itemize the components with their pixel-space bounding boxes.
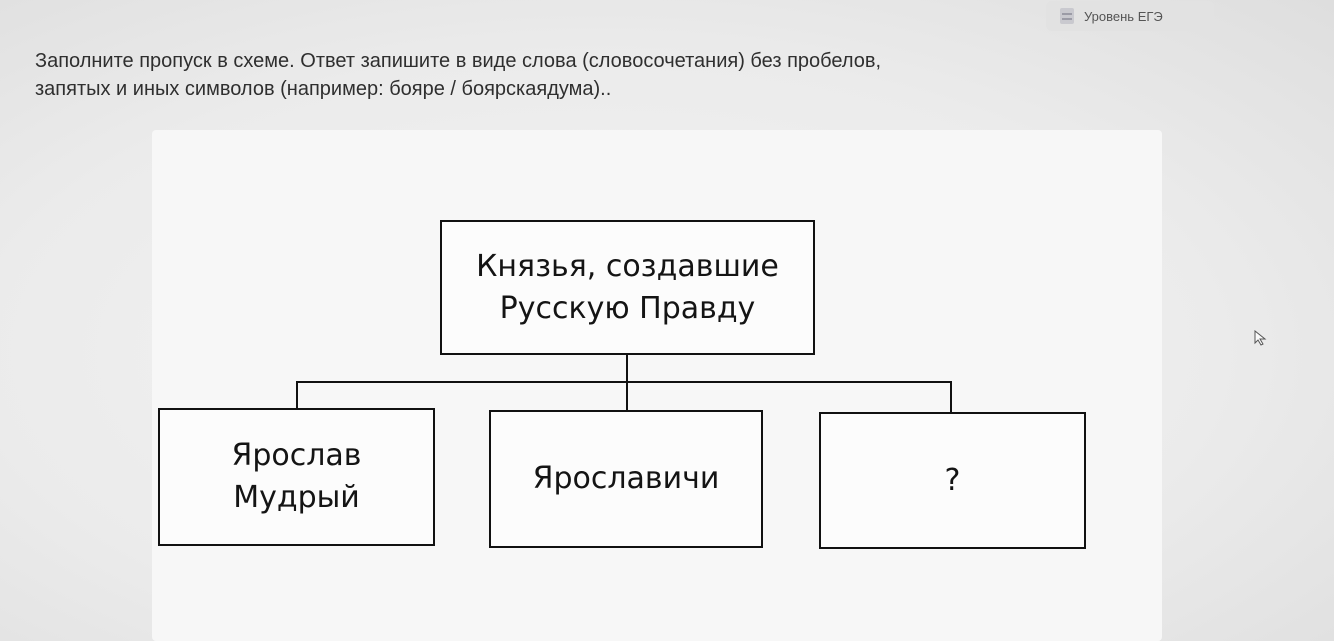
scheme-top-label: Князья, создавшие Русскую Правду (476, 248, 779, 326)
scheme-box-missing: ? (819, 412, 1086, 549)
scheme-box-label: Ярослав Мудрый (231, 438, 362, 515)
connector-middle (626, 381, 628, 411)
document-icon (1060, 8, 1074, 24)
connector-left (296, 381, 298, 409)
scheme-top-box: Князья, создавшие Русскую Правду (440, 220, 815, 355)
scheme-box-yaroslav: Ярослав Мудрый (158, 408, 435, 546)
mouse-cursor-icon (1254, 330, 1267, 346)
connector-right (950, 381, 952, 413)
scheme-box-label: Ярославичи (532, 461, 720, 496)
scheme-box-label: ? (944, 462, 961, 498)
level-label: Уровень ЕГЭ (1084, 8, 1163, 24)
task-instruction: Заполните пропуск в схеме. Ответ запишит… (35, 50, 882, 100)
level-badge: Уровень ЕГЭ (1046, 1, 1214, 31)
scheme-box-yaroslavichi: Ярославичи (489, 410, 763, 548)
scheme-figure (152, 130, 1162, 641)
connector-bar (296, 381, 952, 383)
connector-trunk (626, 355, 628, 383)
